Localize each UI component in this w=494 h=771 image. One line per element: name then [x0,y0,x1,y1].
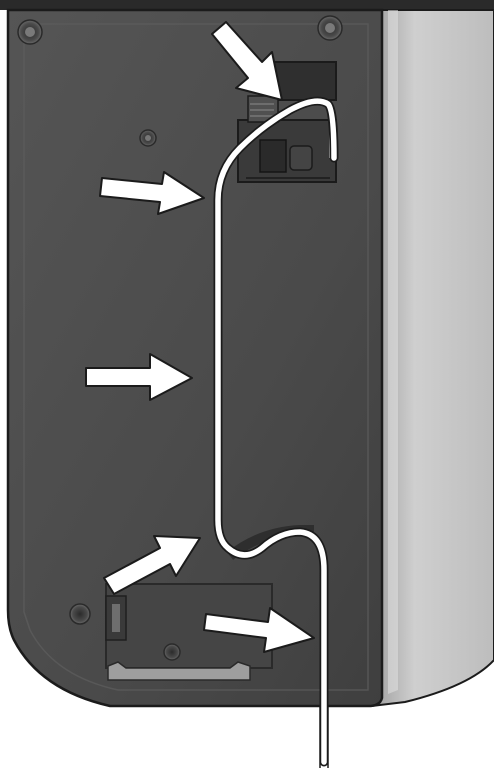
housing-side-highlight [388,10,398,694]
screw-hole-icon [140,130,156,146]
top-edge-bar [0,0,494,10]
screw-hole-icon [18,20,42,44]
screw-hole-icon [318,16,342,40]
